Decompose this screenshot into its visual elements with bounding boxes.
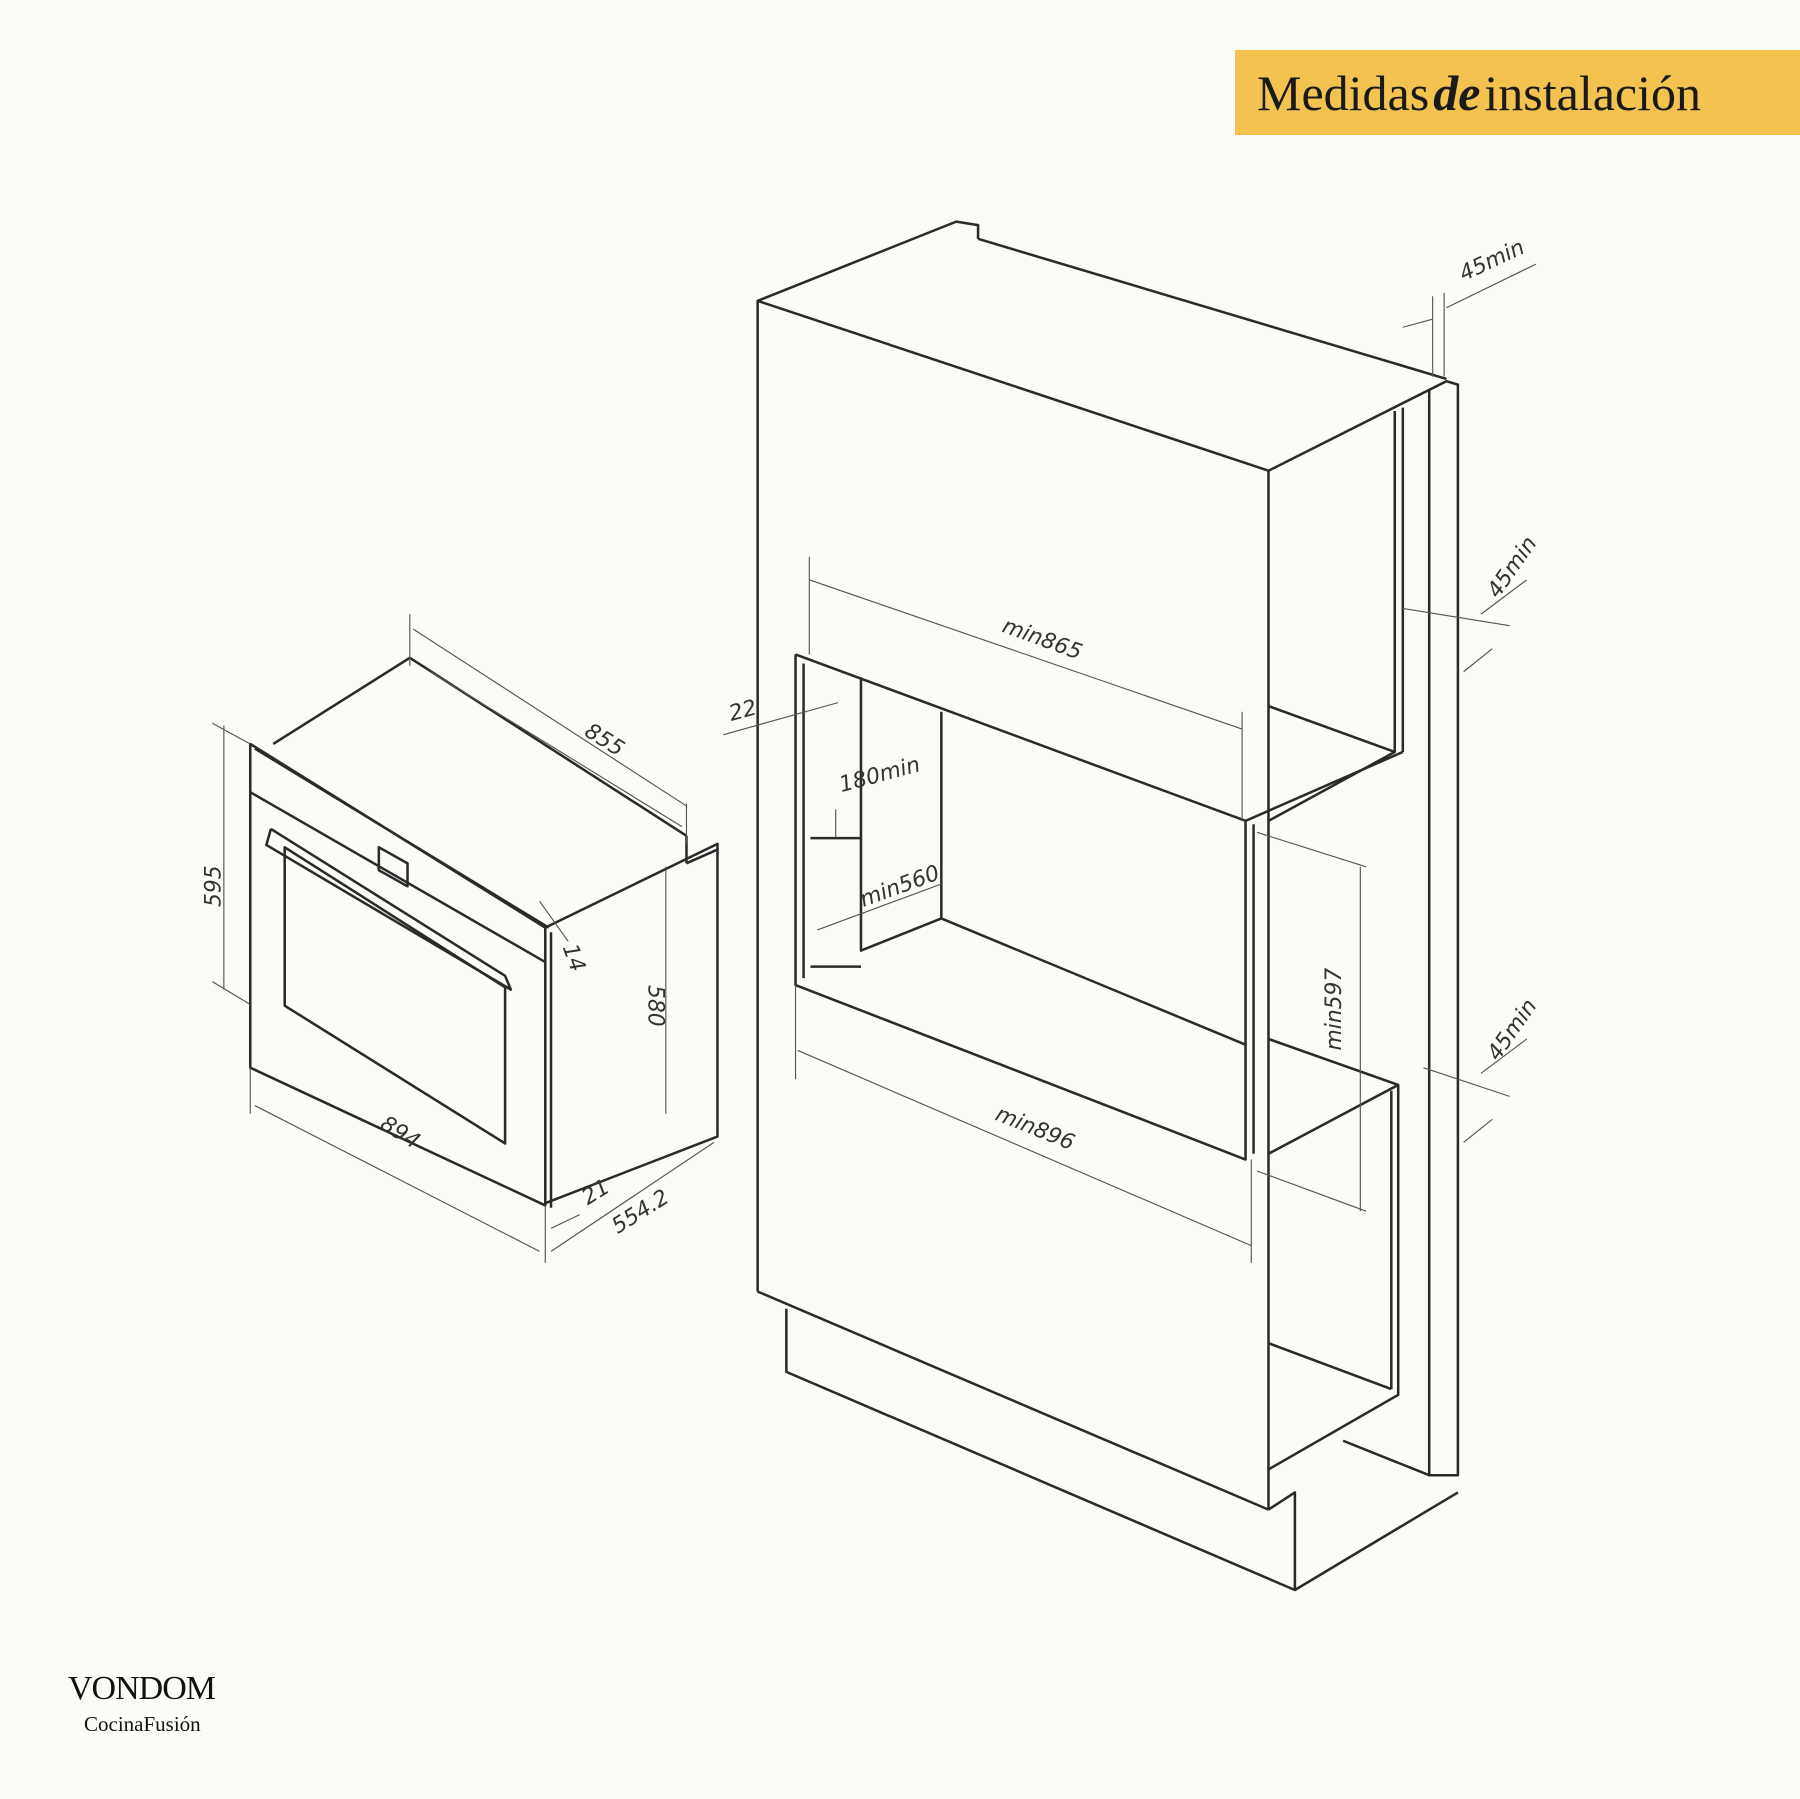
dim-top-gap: 45min <box>1456 235 1529 287</box>
dim-oven-body-height: 580 <box>643 985 668 1027</box>
dim-inner-depth: min560 <box>857 861 943 913</box>
oven-window <box>283 846 507 1145</box>
brand-sub: CocinaFusión <box>84 1712 201 1736</box>
brand-name: VONDOM <box>68 1670 216 1707</box>
dim-oven-depth: 855 <box>580 719 629 762</box>
title-banner: Medidasdeinstalación <box>1235 50 1800 135</box>
dim-oven-body-depth: 554.2 <box>608 1185 674 1239</box>
dim-offset: 22 <box>726 695 759 726</box>
dim-inner-width: min865 <box>999 614 1085 666</box>
dim-lower-gap: 45min <box>1483 995 1543 1066</box>
dim-outer-width: min896 <box>992 1102 1078 1156</box>
dim-oven-panel: 14 <box>557 941 590 976</box>
oven-drawing: 855 595 14 580 894 21 554.2 <box>201 614 719 1263</box>
dim-vent: 180min <box>837 752 923 798</box>
brand-logo: VONDOM CocinaFusión <box>68 1670 216 1737</box>
dim-upper-gap: 45min <box>1483 532 1543 603</box>
dim-opening-height: min597 <box>1322 968 1347 1051</box>
dim-oven-width: 894 <box>376 1111 425 1154</box>
page-title: Medidasdeinstalación <box>1257 64 1702 121</box>
oven-handle <box>265 827 513 991</box>
oven-display <box>377 846 409 888</box>
dim-oven-door: 21 <box>578 1175 615 1211</box>
cabinet-drawing: 45min 45min 45min min865 22 180min min56… <box>723 220 1543 1592</box>
dim-oven-height: 595 <box>201 865 226 907</box>
